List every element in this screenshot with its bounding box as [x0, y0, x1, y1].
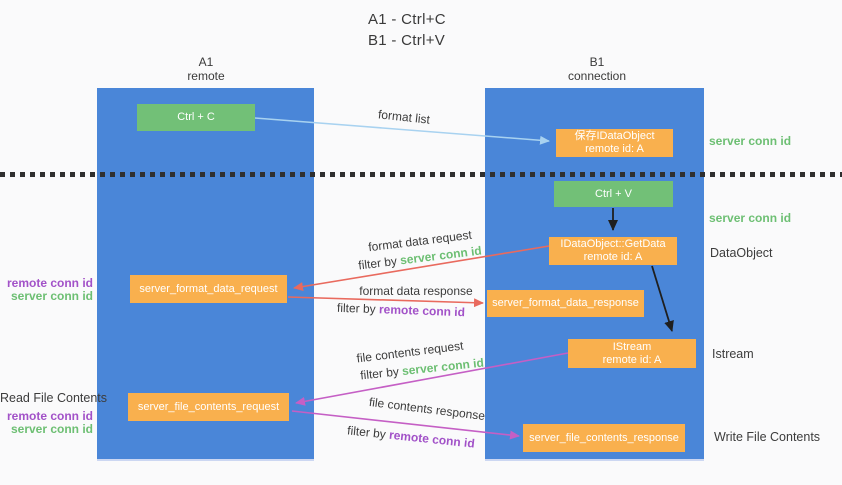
idataobject-getdata-remote-id: remote id: A: [583, 251, 643, 263]
ctrl-c-label: Ctrl + C: [177, 111, 215, 123]
lifeline-header-b1: B1 connection: [537, 55, 657, 83]
server-conn-id-annotation: server conn id: [10, 289, 93, 303]
format-list-label: format list: [377, 107, 431, 127]
server-file-contents-response-label: server_file_contents_response: [529, 431, 679, 444]
lifeline-b1-role: connection: [567, 69, 627, 83]
save-idataobject-title: 保存IDataObject: [574, 130, 655, 142]
istream-remote-id: remote id: A: [602, 353, 662, 366]
filter-by-text: filter by: [336, 300, 376, 317]
server-file-contents-request-node: server_file_contents_request: [128, 393, 289, 421]
format-data-response-label: format data response: [359, 284, 473, 298]
diagram-title: A1 - Ctrl+C B1 - Ctrl+V: [368, 9, 446, 51]
filter-by-remote-conn-id-label-1: filter by remote conn id: [337, 301, 465, 319]
ctrl-c-node: Ctrl + C: [137, 104, 255, 131]
server-file-contents-response-node: server_file_contents_response: [523, 424, 685, 452]
filter-by-text: filter by: [357, 253, 398, 273]
file-contents-response-label: file contents response: [368, 394, 486, 424]
istream-label: Istream: [712, 347, 754, 361]
lifeline-b1-name: B1: [589, 55, 605, 69]
write-file-contents-label: Write File Contents: [714, 430, 821, 444]
idataobject-getdata-node: IDataObject::GetData remote id: A: [549, 237, 677, 265]
remote-conn-id-annotation: remote conn id: [6, 409, 93, 423]
save-idataobject-remote-id: remote id: A: [585, 143, 644, 155]
remote-conn-id-text: remote conn id: [378, 302, 466, 320]
left-mid-conn-id-labels: remote conn id server conn id: [0, 277, 93, 303]
dataobject-label: DataObject: [710, 246, 773, 260]
server-conn-id-annotation-top: server conn id: [709, 134, 792, 148]
session-divider-line: [0, 172, 842, 177]
title-line-a1: A1 - Ctrl+C: [368, 11, 446, 28]
istream-title: IStream: [612, 340, 652, 353]
filter-by-text: filter by: [359, 364, 400, 383]
server-conn-id-text: server conn id: [401, 355, 485, 379]
server-conn-id-annotation-mid: server conn id: [709, 211, 792, 225]
remote-conn-id-text: remote conn id: [388, 427, 476, 451]
title-line-b1: B1 - Ctrl+V: [368, 32, 446, 49]
server-format-data-request-label: server_format_data_request: [139, 282, 278, 295]
ctrl-v-node: Ctrl + V: [554, 181, 673, 207]
remote-conn-id-annotation: remote conn id: [6, 276, 93, 290]
filter-by-text: filter by: [346, 423, 387, 442]
lifeline-a1-role: remote: [187, 69, 225, 83]
lifeline-header-a1: A1 remote: [146, 55, 266, 83]
read-file-contents-label: Read File Contents: [0, 391, 108, 405]
server-conn-id-annotation: server conn id: [10, 422, 93, 436]
server-format-data-response-label: server_format_data_response: [492, 297, 639, 309]
lifeline-a1-name: A1: [198, 55, 214, 69]
save-idataobject-node: 保存IDataObject remote id: A: [556, 129, 673, 157]
server-format-data-request-node: server_format_data_request: [130, 275, 287, 303]
istream-node: IStream remote id: A: [568, 339, 696, 368]
server-format-data-response-node: server_format_data_response: [487, 290, 644, 317]
left-bottom-conn-id-labels: remote conn id server conn id: [0, 410, 93, 436]
idataobject-getdata-title: IDataObject::GetData: [560, 238, 666, 250]
ctrl-v-label: Ctrl + V: [595, 187, 632, 200]
server-file-contents-request-label: server_file_contents_request: [137, 400, 280, 413]
filter-by-remote-conn-id-label-2: filter by remote conn id: [347, 423, 476, 450]
